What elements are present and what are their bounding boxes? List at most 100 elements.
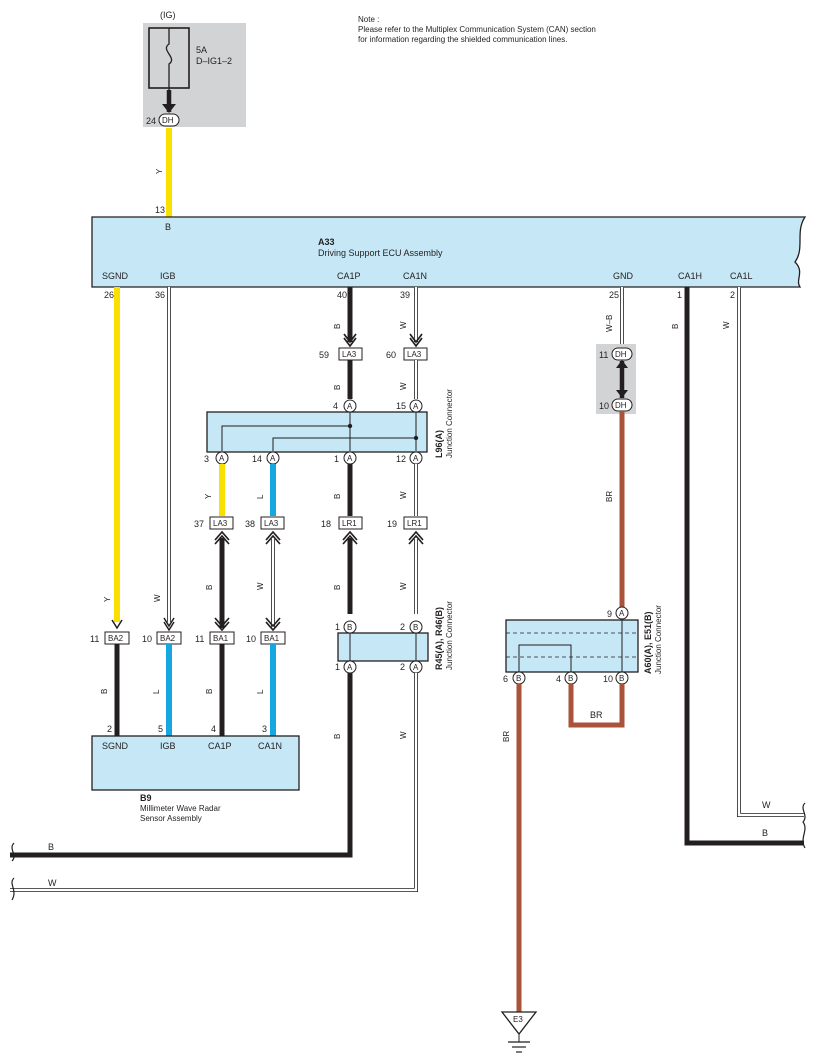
svg-text:10: 10 <box>599 401 609 411</box>
svg-text:36: 36 <box>155 290 165 300</box>
ground-e3: E3 <box>500 1011 538 1053</box>
svg-text:LA3: LA3 <box>342 350 357 359</box>
svg-text:W: W <box>399 582 408 590</box>
svg-text:LR1: LR1 <box>407 519 422 528</box>
chevron-down-icon <box>409 333 423 348</box>
svg-text:IGB: IGB <box>160 741 176 751</box>
svg-text:B: B <box>568 674 573 683</box>
svg-text:(IG): (IG) <box>160 10 176 20</box>
svg-text:14: 14 <box>252 454 262 464</box>
svg-text:B: B <box>516 674 521 683</box>
wire-br-loop <box>568 684 625 728</box>
svg-text:1: 1 <box>334 454 339 464</box>
svg-text:CA1N: CA1N <box>258 741 282 751</box>
svg-text:CA1P: CA1P <box>208 741 232 751</box>
svg-text:6: 6 <box>503 674 508 684</box>
junction-l96-box <box>206 411 428 453</box>
chevron-up-icon <box>342 530 358 545</box>
wire-break-mark <box>11 842 15 862</box>
svg-text:Junction Connector: Junction Connector <box>445 601 454 670</box>
svg-text:B: B <box>205 585 214 590</box>
svg-text:A: A <box>270 454 276 463</box>
wire-w-bottom <box>10 673 418 892</box>
svg-text:LR1: LR1 <box>342 519 357 528</box>
svg-text:38: 38 <box>245 519 255 529</box>
svg-text:Y: Y <box>155 168 164 174</box>
svg-text:DH: DH <box>615 401 627 410</box>
junction-l96-bus2 <box>272 412 417 451</box>
splice-dot <box>413 435 419 441</box>
svg-text:A33: A33 <box>318 237 335 247</box>
svg-text:A: A <box>219 454 225 463</box>
svg-text:A: A <box>347 454 353 463</box>
svg-text:E3: E3 <box>513 1015 523 1024</box>
arrow-up-icon <box>616 360 628 368</box>
svg-text:4: 4 <box>211 724 216 734</box>
wire-ca1l-w <box>737 287 804 817</box>
svg-text:B: B <box>333 585 342 590</box>
svg-text:R45(A), R46(B): R45(A), R46(B) <box>434 607 444 670</box>
ground-icon <box>500 1011 538 1036</box>
ecu-box <box>91 216 807 288</box>
dh-connector-pair: 11 DH 10 DH <box>596 344 636 414</box>
svg-text:CA1L: CA1L <box>730 271 753 281</box>
svg-text:GND: GND <box>613 271 634 281</box>
svg-text:W: W <box>399 491 408 499</box>
svg-text:Junction Connector: Junction Connector <box>654 605 663 674</box>
svg-text:2: 2 <box>107 724 112 734</box>
svg-text:BA2: BA2 <box>108 634 124 643</box>
svg-text:W: W <box>48 878 57 888</box>
svg-text:Y: Y <box>103 596 112 602</box>
svg-text:13: 13 <box>155 205 165 215</box>
svg-text:24: 24 <box>146 116 156 126</box>
junction-a60-box <box>505 619 639 673</box>
svg-text:W: W <box>762 800 771 810</box>
chevron-up-icon <box>265 530 281 545</box>
svg-text:B: B <box>48 842 54 852</box>
svg-text:W: W <box>399 731 408 739</box>
connector-lr1-18 <box>338 516 363 530</box>
svg-text:Junction Connector: Junction Connector <box>445 389 454 458</box>
connector-dh <box>158 113 180 127</box>
junction-l96: 4 A 15 A 3 A 14 A 1 A 12 A L96(A) Juncti… <box>204 389 454 465</box>
arrow-down-icon <box>111 619 123 630</box>
svg-text:L: L <box>256 689 265 694</box>
svg-text:LA3: LA3 <box>407 350 422 359</box>
svg-text:Sensor Assembly: Sensor Assembly <box>140 814 202 823</box>
svg-text:10: 10 <box>142 634 152 644</box>
svg-text:60: 60 <box>386 350 396 360</box>
ecu-a33: B A33 Driving Support ECU Assembly SGND … <box>91 216 807 300</box>
svg-text:BR: BR <box>590 710 603 720</box>
svg-text:L: L <box>152 689 161 694</box>
svg-text:25: 25 <box>609 290 619 300</box>
svg-text:9: 9 <box>607 609 612 619</box>
svg-text:B: B <box>413 623 418 632</box>
svg-text:A: A <box>413 402 419 411</box>
svg-text:CA1N: CA1N <box>403 271 427 281</box>
svg-text:A: A <box>413 663 419 672</box>
radar-box <box>91 735 300 791</box>
splice-dot <box>347 423 353 429</box>
wire-break-mark <box>802 802 806 849</box>
chevron-down-icon <box>214 617 230 632</box>
chevron-down-icon <box>265 617 281 632</box>
svg-text:B: B <box>671 324 680 329</box>
svg-text:40: 40 <box>337 290 347 300</box>
svg-text:5: 5 <box>158 724 163 734</box>
svg-text:B: B <box>333 385 342 390</box>
svg-text:Y: Y <box>204 493 213 499</box>
svg-text:1: 1 <box>335 662 340 672</box>
svg-text:BA1: BA1 <box>264 634 280 643</box>
svg-text:A: A <box>347 663 353 672</box>
svg-text:LA3: LA3 <box>213 519 228 528</box>
pin-circle <box>343 620 357 634</box>
svg-text:59: 59 <box>319 350 329 360</box>
wire-b-bottom <box>10 673 353 858</box>
svg-text:1: 1 <box>677 290 682 300</box>
chevron-up-icon <box>408 530 424 545</box>
svg-text:DH: DH <box>615 350 627 359</box>
svg-text:A: A <box>347 402 353 411</box>
svg-text:DH: DH <box>162 116 174 125</box>
junction-r45: 1 B 2 B 1 A 2 A R45(A), R46(B) Junction … <box>335 601 454 674</box>
svg-text:2: 2 <box>730 290 735 300</box>
